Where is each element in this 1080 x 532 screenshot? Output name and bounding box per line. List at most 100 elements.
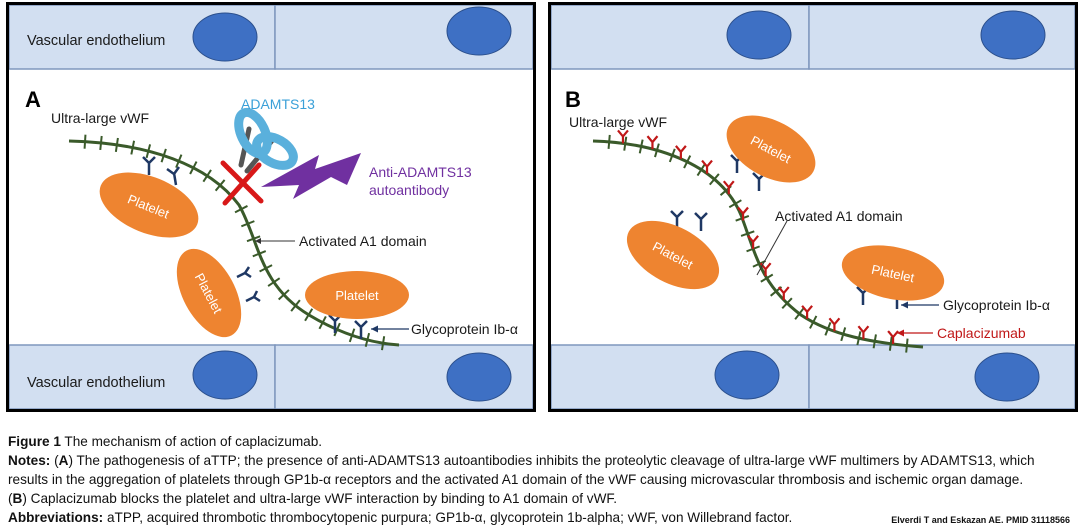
caption-title-line: Figure 1 The mechanism of action of capl…	[8, 432, 1076, 451]
abbrev-label: Abbreviations:	[8, 510, 104, 525]
vwf-tick	[709, 173, 720, 186]
gp-label: Glycoprotein Ib-α	[943, 297, 1050, 313]
vwf-tick	[83, 134, 87, 149]
vwf-tick	[728, 199, 742, 209]
vwf-tick	[234, 205, 248, 214]
cell-nucleus	[980, 10, 1046, 60]
caplacizumab-icon	[646, 135, 659, 150]
paren: (	[54, 453, 59, 468]
cell-nucleus	[192, 350, 258, 400]
vwf-tick	[794, 307, 805, 320]
autoantibody-icon	[261, 153, 361, 199]
caplacizumab-icon	[722, 180, 735, 195]
vwf-tick	[668, 148, 676, 163]
cell-nucleus	[192, 12, 258, 62]
vwf-strand	[68, 139, 400, 347]
vwf-tick	[267, 277, 281, 287]
vwf-tick	[304, 308, 314, 322]
panel-a: Vascular endothelium Vascular endotheliu…	[6, 2, 536, 412]
caplacizumab-icon	[777, 286, 790, 301]
receptor-icon	[245, 290, 261, 303]
antibody-label-1: Anti-ADAMTS13	[369, 164, 472, 180]
cell-nucleus	[726, 10, 792, 60]
vwf-label: Ultra-large vWF	[569, 114, 667, 130]
cell-nucleus	[446, 6, 512, 56]
vwf-tick	[856, 331, 862, 346]
vwf-tick	[175, 154, 183, 168]
cell-nucleus	[714, 350, 780, 400]
scissors-icon	[234, 107, 298, 174]
vwf-tick	[160, 148, 167, 163]
blocked-x-icon	[220, 160, 264, 206]
receptor-icon	[236, 266, 252, 279]
vwf-tick	[654, 143, 660, 158]
figure-label: Figure 1	[8, 434, 61, 449]
platelet: Platelet	[176, 248, 242, 338]
cell-nucleus	[974, 352, 1040, 402]
a1-arrow	[756, 220, 788, 276]
credit: Elverdi T and Eskazan AE. PMID 31118566	[891, 515, 1070, 525]
vwf-tick	[189, 161, 198, 175]
caplacizumab-icon	[828, 317, 841, 332]
receptor-icon	[166, 166, 181, 186]
vwf-tick	[824, 322, 832, 336]
platelet: Platelet	[626, 220, 720, 290]
paren: )	[22, 491, 27, 506]
cell-nucleus	[446, 352, 512, 402]
vwf-tick	[888, 336, 893, 351]
panel-letter: A	[25, 87, 41, 112]
caplacizumab-icon	[747, 235, 759, 249]
vwf-tick	[872, 334, 877, 349]
vwf-tick	[214, 179, 226, 192]
caplacizumab-icon	[801, 305, 813, 319]
vwf-tick	[99, 135, 103, 151]
vwf-tick	[259, 264, 273, 273]
enzyme-label: ADAMTS13	[241, 96, 315, 112]
vwf-tick	[145, 144, 152, 159]
vwf-ticks	[83, 134, 386, 351]
panel-a-diagram: Vascular endothelium Vascular endotheliu…	[9, 5, 533, 409]
caption-abbreviations: Abbreviations: aTPP, acquired thrombotic…	[8, 508, 1076, 527]
a1-label: Activated A1 domain	[775, 208, 903, 224]
antibody-label-2: autoantibody	[369, 182, 449, 198]
figure-caption: Figure 1 The mechanism of action of capl…	[8, 432, 1076, 527]
paren: (	[8, 491, 13, 506]
endothelium-label-top: Vascular endothelium	[27, 33, 165, 49]
vwf-tick	[380, 336, 386, 351]
notes-letter-a: A	[58, 453, 69, 468]
vwf-tick	[809, 315, 818, 329]
vwf-tick	[202, 169, 212, 183]
panel-b: B Ultra-large vWF Platelet Platelet Plat…	[548, 2, 1078, 412]
arrow-head	[901, 301, 908, 309]
vwf-tick	[781, 297, 793, 310]
platelet: Platelet	[305, 271, 409, 319]
receptor-icon	[142, 156, 156, 175]
vwf-tick	[290, 299, 301, 312]
vwf-ticks	[607, 134, 909, 353]
caplacizumab-icon	[737, 206, 749, 221]
vwf-tick	[752, 259, 767, 268]
caption-notes: Notes: (A) The pathogenesis of aTTP; the…	[8, 451, 1076, 508]
vwf-tick	[114, 137, 119, 152]
arrow-head	[371, 325, 378, 333]
paren: )	[68, 453, 73, 468]
caplacizumab-icon	[887, 330, 899, 345]
vwf-tick	[740, 230, 755, 237]
vwf-label: Ultra-large vWF	[51, 110, 149, 126]
caplacizumab-icon	[617, 129, 629, 144]
receptor-icon	[354, 320, 368, 339]
notes-letter-b: B	[12, 491, 23, 506]
platelet: Platelet	[841, 245, 945, 301]
vwf-tick	[364, 332, 371, 347]
vwf-tick	[130, 140, 136, 155]
vwf-tick	[348, 328, 356, 343]
vwf-tick	[333, 322, 341, 337]
notes-b-text: Caplacizumab blocks the platelet and ult…	[30, 491, 618, 506]
gp-label: Glycoprotein Ib-α	[411, 321, 518, 337]
caplacizumab-markers	[617, 129, 899, 345]
vwf-strand	[592, 139, 924, 349]
endothelium-label-bottom: Vascular endothelium	[27, 375, 165, 391]
platelet: Platelet	[726, 115, 816, 183]
notes-label: Notes:	[8, 453, 51, 468]
vwf-tick	[240, 220, 255, 228]
